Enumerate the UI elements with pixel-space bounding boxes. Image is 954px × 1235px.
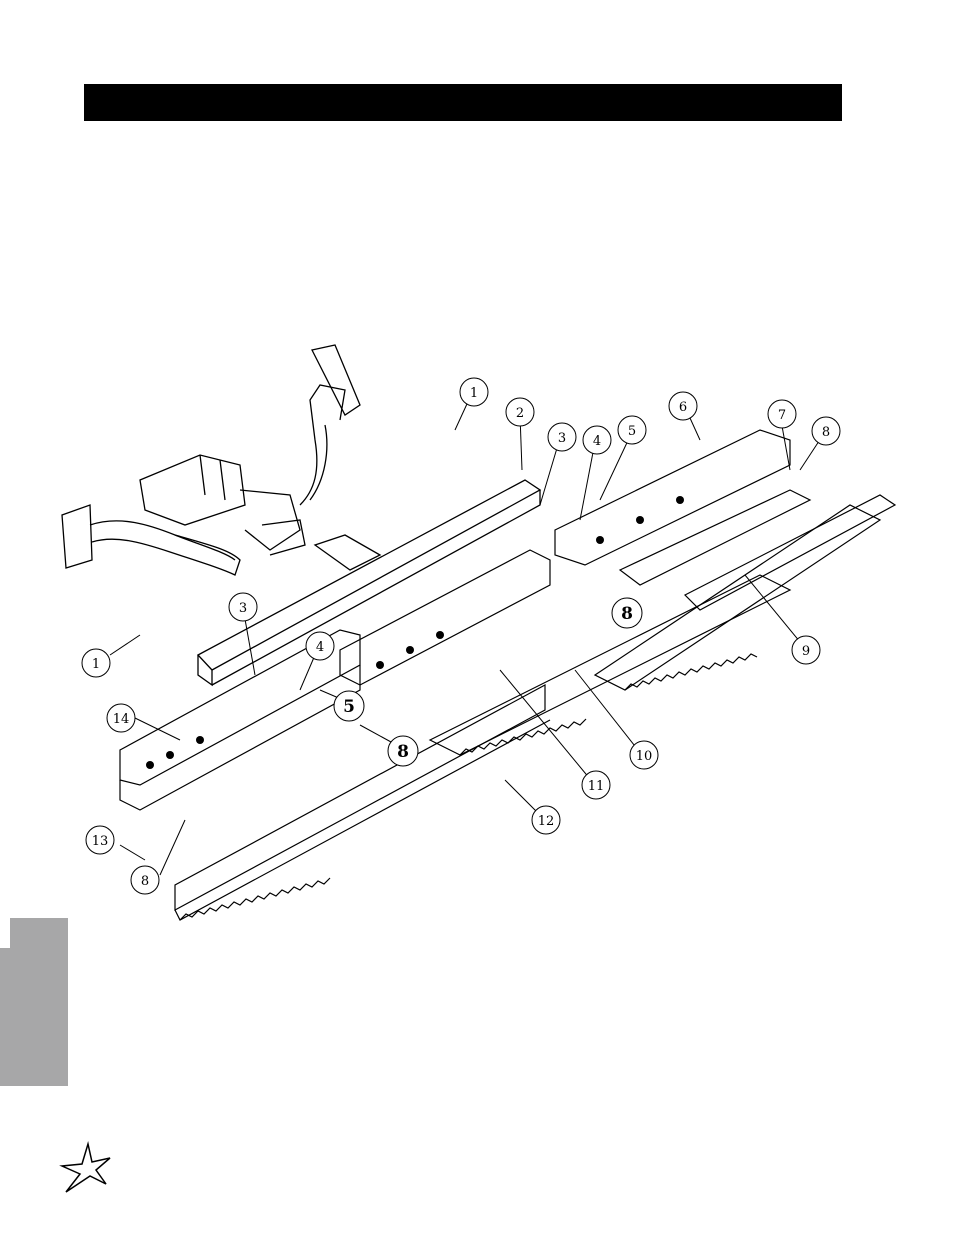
harrow-section-left: [120, 630, 550, 920]
callout-3-top: 3: [548, 423, 576, 451]
svg-text:8: 8: [397, 742, 409, 762]
svg-text:13: 13: [92, 834, 109, 849]
callout-5-top: 5: [618, 416, 646, 444]
hitch-assembly: [62, 345, 360, 575]
svg-text:8: 8: [822, 425, 830, 440]
main-tube-bar: [198, 480, 540, 685]
svg-text:7: 7: [778, 408, 786, 423]
callout-1-left: 1: [82, 649, 110, 677]
svg-text:11: 11: [588, 779, 605, 794]
harrow-section-center: [340, 505, 880, 755]
callout-8-center: 8: [388, 736, 418, 766]
callout-4-top: 4: [583, 426, 611, 454]
callout-8-middle: 8: [612, 598, 642, 628]
callout-7: 7: [768, 400, 796, 428]
svg-text:8: 8: [621, 604, 633, 624]
bolt-markers: [146, 496, 684, 769]
callout-6: 6: [669, 392, 697, 420]
svg-text:8: 8: [141, 874, 149, 889]
callout-8-bottom: 8: [131, 866, 159, 894]
exploded-parts-diagram: 1 2 3 4 5 6 7 8: [0, 330, 954, 950]
callout-14: 14: [107, 704, 135, 732]
harrow-section-right: [555, 430, 895, 610]
svg-text:4: 4: [593, 434, 601, 449]
section-header-bar: [84, 84, 842, 121]
svg-text:6: 6: [679, 400, 687, 415]
callout-9: 9: [792, 636, 820, 664]
callout-2: 2: [506, 398, 534, 426]
svg-text:9: 9: [802, 644, 810, 659]
svg-text:10: 10: [636, 749, 653, 764]
svg-text:5: 5: [628, 424, 636, 439]
svg-text:14: 14: [113, 712, 130, 727]
star-burst-logo-icon: [58, 1140, 114, 1200]
svg-text:1: 1: [92, 657, 100, 672]
callout-leader-lines: [110, 393, 825, 875]
svg-text:1: 1: [470, 386, 478, 401]
callout-12: 12: [532, 806, 560, 834]
svg-text:3: 3: [239, 601, 247, 616]
callout-labels: 1 2 3 4 5 6 7 8: [82, 378, 840, 894]
callout-11: 11: [582, 771, 610, 799]
callout-1-top: 1: [460, 378, 488, 406]
callout-8-right: 8: [812, 417, 840, 445]
callout-13: 13: [86, 826, 114, 854]
svg-text:12: 12: [538, 814, 555, 829]
callout-3-left: 3: [229, 593, 257, 621]
callout-4-left: 4: [306, 632, 334, 660]
svg-text:5: 5: [343, 697, 355, 717]
callout-5-left: 5: [334, 691, 364, 721]
parts-diagram-svg: 1 2 3 4 5 6 7 8: [0, 330, 954, 950]
svg-text:3: 3: [558, 431, 566, 446]
svg-text:2: 2: [516, 406, 524, 421]
callout-10: 10: [630, 741, 658, 769]
svg-text:4: 4: [316, 640, 324, 655]
